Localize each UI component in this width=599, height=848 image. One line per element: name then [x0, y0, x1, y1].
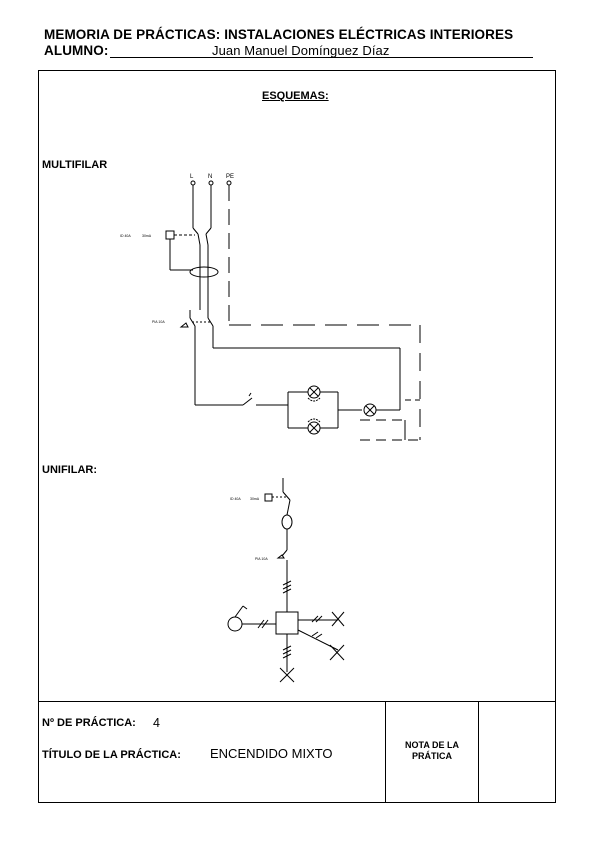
junction-box: [275, 611, 299, 635]
grade-box-label: NOTA DE LA PRÁTICA: [392, 740, 472, 762]
terminal-l: [190, 180, 196, 186]
practice-title-value: ENCENDIDO MIXTO: [210, 746, 333, 761]
schematics-heading: ESQUEMAS:: [262, 90, 329, 102]
pia-trip-icon: [179, 322, 189, 328]
terminal-l-label: L: [190, 174, 194, 180]
rcd-test-button: [165, 230, 175, 240]
multifilar-diagram: L N PE ID 40A 30mA PIA 10A: [120, 174, 421, 441]
grade-label-line-2: PRÁTICA: [412, 751, 452, 761]
grade-label-line-1: NOTA DE LA: [405, 740, 459, 750]
student-label: ALUMNO:: [44, 43, 109, 58]
practice-number-value: 4: [153, 716, 160, 730]
multifilar-label: MULTIFILAR: [42, 159, 108, 171]
terminal-n: [208, 180, 214, 186]
multifilar-rcd-label: ID 40A: [120, 234, 131, 238]
practice-title-label: TÍTULO DE LA PRÁCTICA:: [42, 749, 181, 761]
footer-divider-2: [478, 701, 479, 803]
unifilar-label: UNIFILAR:: [42, 464, 97, 476]
unifilar-switch: [227, 616, 243, 632]
multifilar-rcd-sensitivity: 30mA: [142, 234, 152, 238]
unifilar-rcd-label: ID 40A: [230, 497, 241, 501]
practice-number-label: Nº DE PRÁCTICA:: [42, 717, 136, 729]
unifilar-toroid: [281, 514, 293, 530]
rcd-toroid: [189, 266, 219, 278]
footer-separator: [38, 701, 556, 702]
multifilar-pia-label: PIA 10A: [152, 320, 165, 324]
unifilar-rcd-sensitivity: 30mA: [250, 497, 260, 501]
document-title: MEMORIA DE PRÁCTICAS: INSTALACIONES ELÉC…: [44, 27, 514, 42]
schematic-frame: [38, 70, 556, 803]
terminal-pe: [226, 180, 232, 186]
unifilar-diagram: ID 40A 30mA PIA 10A: [227, 478, 345, 683]
student-underline: [110, 57, 533, 58]
switch-contact: [242, 397, 253, 406]
footer-divider-1: [385, 701, 386, 803]
unifilar-pia-label: PIA 10A: [255, 557, 268, 561]
student-name: Juan Manuel Domínguez Díaz: [212, 43, 390, 58]
terminal-n-label: N: [208, 174, 212, 180]
terminal-pe-label: PE: [226, 174, 234, 180]
